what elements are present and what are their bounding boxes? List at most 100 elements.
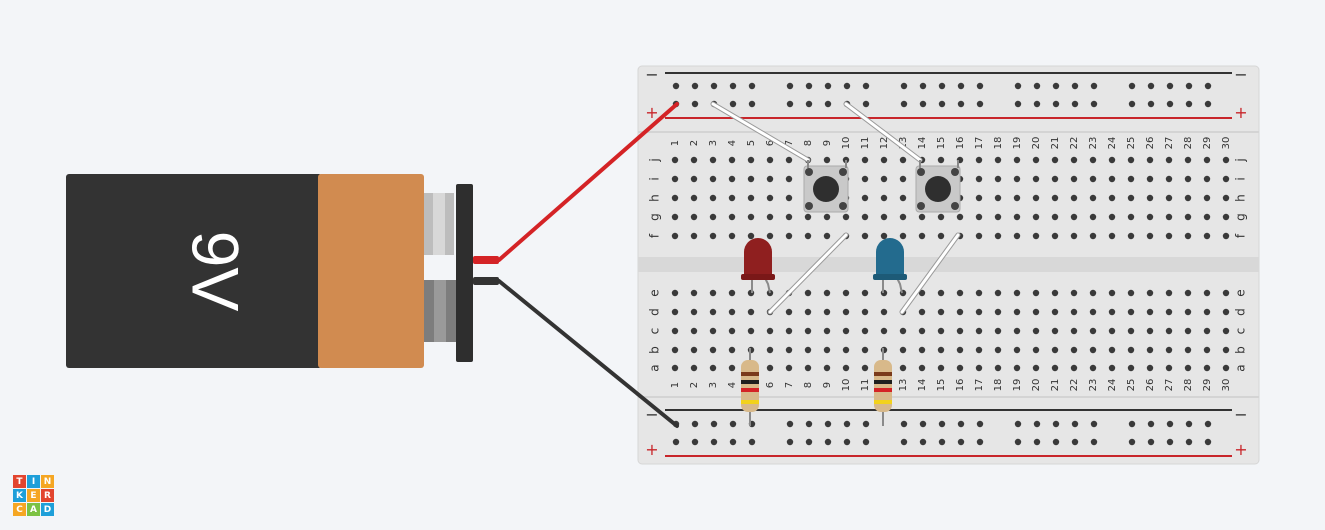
breadboard-hole[interactable] (975, 213, 983, 221)
breadboard-hole[interactable] (671, 156, 679, 164)
breadboard-hole[interactable] (1165, 194, 1173, 202)
breadboard-hole[interactable] (918, 232, 926, 240)
breadboard-hole[interactable] (728, 289, 736, 297)
pushbutton-1[interactable] (803, 160, 849, 213)
breadboard-hole[interactable] (748, 82, 756, 90)
breadboard-hole[interactable] (785, 308, 793, 316)
breadboard-hole[interactable] (671, 327, 679, 335)
breadboard-hole[interactable] (1033, 438, 1041, 446)
breadboard-hole[interactable] (1204, 438, 1212, 446)
breadboard-hole[interactable] (747, 327, 755, 335)
breadboard-hole[interactable] (823, 289, 831, 297)
breadboard-hole[interactable] (861, 308, 869, 316)
resistor-1[interactable] (741, 348, 759, 426)
breadboard-hole[interactable] (747, 308, 755, 316)
breadboard-hole[interactable] (994, 213, 1002, 221)
breadboard-hole[interactable] (956, 346, 964, 354)
breadboard-hole[interactable] (747, 156, 755, 164)
breadboard-hole[interactable] (1185, 82, 1193, 90)
breadboard-hole[interactable] (1204, 420, 1212, 428)
breadboard-hole[interactable] (880, 327, 888, 335)
breadboard-hole[interactable] (804, 364, 812, 372)
breadboard-hole[interactable] (1051, 213, 1059, 221)
breadboard-hole[interactable] (728, 156, 736, 164)
breadboard-hole[interactable] (728, 194, 736, 202)
breadboard-hole[interactable] (786, 438, 794, 446)
breadboard-hole[interactable] (1089, 289, 1097, 297)
breadboard-hole[interactable] (1222, 327, 1230, 335)
breadboard-hole[interactable] (1051, 175, 1059, 183)
breadboard-hole[interactable] (691, 100, 699, 108)
breadboard-hole[interactable] (861, 327, 869, 335)
wire-negative-black[interactable] (497, 279, 679, 428)
breadboard-hole[interactable] (1014, 420, 1022, 428)
breadboard-hole[interactable] (842, 346, 850, 354)
breadboard-hole[interactable] (1013, 364, 1021, 372)
breadboard-hole[interactable] (766, 213, 774, 221)
breadboard-hole[interactable] (1146, 232, 1154, 240)
breadboard-hole[interactable] (938, 100, 946, 108)
breadboard-hole[interactable] (1184, 232, 1192, 240)
breadboard-hole[interactable] (919, 420, 927, 428)
breadboard-hole[interactable] (747, 194, 755, 202)
breadboard-hole[interactable] (672, 438, 680, 446)
breadboard-hole[interactable] (862, 82, 870, 90)
breadboard-hole[interactable] (728, 308, 736, 316)
breadboard-hole[interactable] (785, 327, 793, 335)
pushbutton-2[interactable] (915, 160, 961, 213)
breadboard-hole[interactable] (728, 232, 736, 240)
breadboard-hole[interactable] (918, 327, 926, 335)
breadboard-hole[interactable] (785, 175, 793, 183)
breadboard-hole[interactable] (1166, 420, 1174, 428)
wire-positive-red[interactable] (497, 102, 679, 262)
breadboard-hole[interactable] (880, 194, 888, 202)
breadboard-hole[interactable] (1033, 82, 1041, 90)
breadboard-hole[interactable] (1090, 420, 1098, 428)
breadboard-hole[interactable] (823, 213, 831, 221)
breadboard-hole[interactable] (1033, 420, 1041, 428)
breadboard-hole[interactable] (919, 438, 927, 446)
breadboard-hole[interactable] (842, 308, 850, 316)
breadboard-hole[interactable] (709, 308, 717, 316)
breadboard-hole[interactable] (1032, 308, 1040, 316)
breadboard-hole[interactable] (804, 213, 812, 221)
breadboard-hole[interactable] (1222, 364, 1230, 372)
battery-terminal-negative[interactable] (424, 280, 462, 342)
breadboard-hole[interactable] (975, 364, 983, 372)
breadboard-hole[interactable] (1013, 346, 1021, 354)
breadboard-hole[interactable] (1146, 364, 1154, 372)
breadboard-hole[interactable] (709, 289, 717, 297)
breadboard-hole[interactable] (690, 289, 698, 297)
breadboard-hole[interactable] (823, 232, 831, 240)
breadboard-hole[interactable] (1127, 308, 1135, 316)
breadboard-hole[interactable] (671, 346, 679, 354)
breadboard-hole[interactable] (1013, 194, 1021, 202)
breadboard-hole[interactable] (900, 82, 908, 90)
breadboard-hole[interactable] (937, 232, 945, 240)
breadboard-hole[interactable] (1108, 346, 1116, 354)
breadboard-hole[interactable] (1146, 213, 1154, 221)
breadboard-hole[interactable] (1127, 156, 1135, 164)
breadboard-hole[interactable] (1051, 308, 1059, 316)
breadboard-hole[interactable] (994, 308, 1002, 316)
breadboard-hole[interactable] (1165, 364, 1173, 372)
breadboard-hole[interactable] (786, 100, 794, 108)
breadboard-hole[interactable] (938, 82, 946, 90)
breadboard-hole[interactable] (957, 82, 965, 90)
breadboard-hole[interactable] (1052, 438, 1060, 446)
breadboard-hole[interactable] (956, 289, 964, 297)
breadboard-hole[interactable] (862, 100, 870, 108)
breadboard-hole[interactable] (824, 438, 832, 446)
breadboard-hole[interactable] (785, 213, 793, 221)
breadboard-hole[interactable] (1185, 100, 1193, 108)
breadboard-hole[interactable] (1146, 289, 1154, 297)
breadboard-hole[interactable] (880, 232, 888, 240)
breadboard-hole[interactable] (709, 213, 717, 221)
breadboard-hole[interactable] (1051, 194, 1059, 202)
breadboard-hole[interactable] (728, 175, 736, 183)
breadboard-hole[interactable] (1090, 82, 1098, 90)
breadboard-hole[interactable] (1052, 82, 1060, 90)
breadboard-hole[interactable] (861, 194, 869, 202)
breadboard-hole[interactable] (1089, 308, 1097, 316)
breadboard-hole[interactable] (1222, 346, 1230, 354)
